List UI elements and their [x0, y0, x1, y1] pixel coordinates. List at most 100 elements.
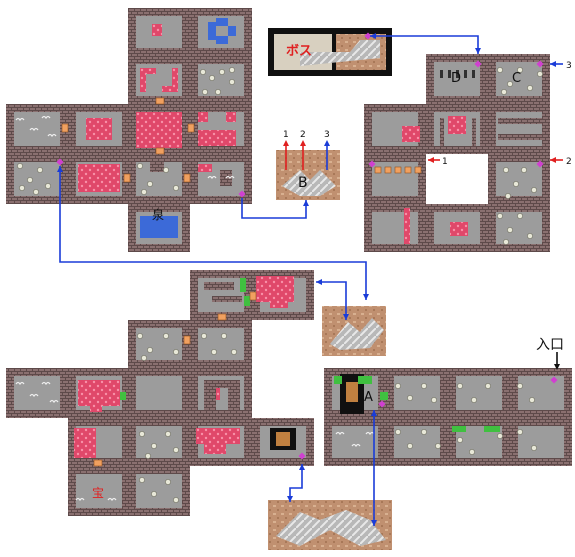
arrow-head-icon — [428, 157, 434, 163]
warp-marker-icon — [536, 160, 544, 168]
boulder-icon — [497, 213, 503, 219]
room-a-label: A — [364, 390, 373, 405]
room-floor — [456, 376, 502, 410]
boulder-icon — [141, 189, 147, 195]
lava-block — [198, 164, 212, 172]
sand-bridge-lower — [276, 510, 386, 546]
boulder-icon — [527, 233, 533, 239]
boulder-icon — [173, 185, 179, 191]
boulder-icon — [497, 67, 503, 73]
inner-wall — [498, 118, 542, 124]
room-floor — [496, 112, 542, 146]
boulder-icon — [517, 67, 523, 73]
link-layer — [57, 33, 563, 526]
boulder-icon — [471, 397, 477, 403]
bat-icon — [29, 393, 39, 398]
boulder-icon — [45, 183, 51, 189]
lava-block — [140, 68, 146, 92]
boulder-icon — [457, 383, 463, 389]
boss-label: ボス — [286, 43, 312, 59]
boulder-icon — [37, 167, 43, 173]
boulder-icon — [173, 497, 179, 503]
bat-icon — [351, 443, 361, 448]
boulder-icon — [407, 443, 413, 449]
inner-wall — [440, 118, 444, 148]
overlay-layer — [15, 18, 558, 503]
boulder-icon — [165, 479, 171, 485]
sand-bridge-upper — [330, 318, 384, 350]
boulder-icon — [421, 383, 427, 389]
boulder-icon — [147, 181, 153, 187]
arrow-head-icon — [475, 48, 481, 54]
inner-wall — [212, 296, 242, 302]
boulder-icon — [145, 453, 151, 459]
boulder-icon — [485, 383, 491, 389]
bat-icon — [335, 431, 345, 436]
arrow-head-icon — [371, 410, 377, 416]
door-icon — [249, 291, 257, 301]
boulder-icon — [507, 227, 513, 233]
spike-icon — [472, 70, 475, 78]
arrow-head-icon — [343, 314, 349, 320]
boulder-icon — [497, 433, 503, 439]
boulder-icon — [137, 333, 143, 339]
boulder-icon — [517, 383, 523, 389]
boulder-icon — [137, 163, 143, 169]
boulder-icon — [27, 177, 33, 183]
bat-icon — [107, 497, 117, 502]
spike-icon — [448, 70, 451, 78]
boulder-icon — [229, 67, 235, 73]
door-icon — [183, 335, 191, 345]
fountain-label: 泉 — [152, 208, 164, 222]
boulder-icon — [139, 477, 145, 483]
arrow-head-icon — [303, 200, 309, 206]
arrow-head-icon — [299, 464, 305, 470]
arrow-head-icon — [370, 33, 376, 39]
door-icon — [155, 147, 165, 155]
bat-icon — [15, 117, 25, 122]
bat-icon — [47, 133, 57, 138]
bat-icon — [41, 115, 51, 120]
lava-block — [198, 130, 236, 146]
water-block — [216, 18, 228, 26]
boulder-icon — [529, 397, 535, 403]
bat-icon — [75, 497, 85, 502]
link-ul-to-ll — [59, 166, 367, 300]
spike-icon — [464, 70, 467, 78]
lava-block — [456, 124, 460, 128]
warp-marker-icon — [364, 32, 372, 40]
inner-wall — [204, 282, 234, 290]
b-up-arrow-3-label: 3 — [324, 130, 330, 140]
room-floor — [332, 426, 378, 458]
door-icon — [394, 166, 402, 174]
arrow-head-icon — [550, 157, 556, 163]
boulder-icon — [395, 429, 401, 435]
b-up-arrow-2-label: 2 — [300, 130, 306, 140]
lava-block — [256, 276, 294, 302]
door-icon — [217, 313, 227, 321]
lava-block — [152, 24, 162, 36]
warp-marker-icon — [536, 60, 544, 68]
door-icon — [404, 166, 412, 174]
room-d-label: D — [451, 71, 461, 86]
boulder-icon — [151, 491, 157, 497]
side-arrow-2-label: 2 — [566, 157, 572, 167]
room-floor — [372, 212, 418, 244]
bush-icon — [244, 296, 250, 306]
boulder-icon — [19, 185, 25, 191]
boulder-icon — [503, 239, 509, 245]
room-floor — [136, 376, 182, 410]
door-icon — [123, 173, 131, 183]
boulder-icon — [147, 347, 153, 353]
lava-block — [86, 118, 112, 140]
lava-block — [196, 428, 240, 444]
door-icon — [93, 459, 103, 467]
bush-icon — [240, 278, 246, 292]
ladder-icon — [276, 432, 290, 446]
boulder-icon — [202, 89, 208, 95]
lava-block — [226, 112, 236, 122]
boulder-icon — [163, 333, 169, 339]
boss-bridge — [300, 40, 380, 66]
inner-wall — [150, 160, 164, 172]
